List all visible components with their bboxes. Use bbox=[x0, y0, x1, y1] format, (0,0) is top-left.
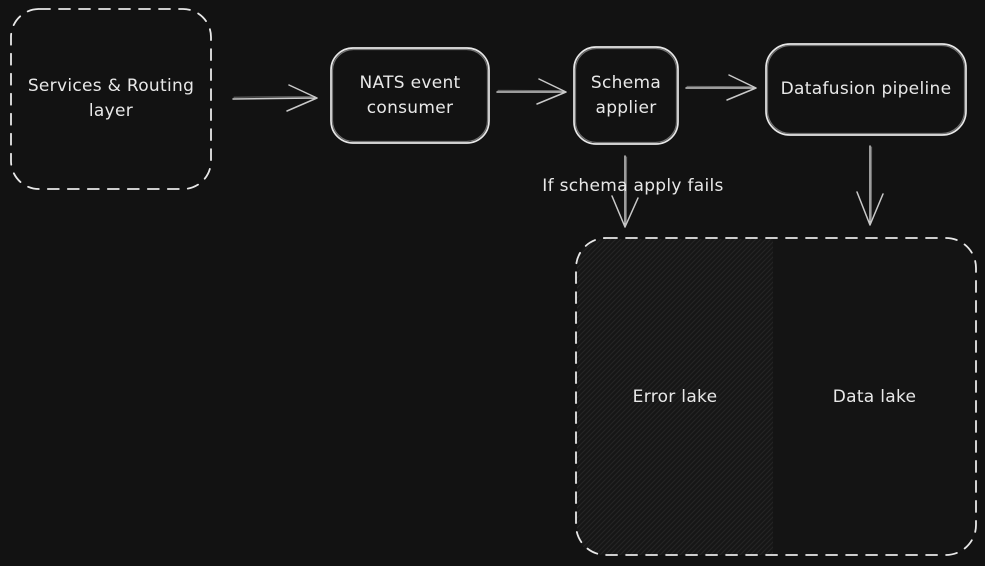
datafusion-pipeline-box bbox=[765, 43, 967, 136]
error-lake-region-hatch bbox=[577, 239, 773, 555]
lakes-container-box bbox=[575, 237, 977, 556]
nats-consumer-box-sketch-echo bbox=[331, 48, 489, 143]
arrow-nats-to-schema bbox=[496, 78, 567, 105]
nats-consumer-box bbox=[330, 47, 490, 144]
services-routing-box bbox=[10, 8, 212, 190]
arrow-services-to-nats bbox=[232, 84, 318, 112]
schema-applier-box bbox=[573, 46, 679, 145]
arrow-datafusion-to-data-lake bbox=[856, 145, 884, 226]
datafusion-pipeline-box-sketch-echo bbox=[766, 44, 966, 135]
schema-applier-box-sketch-echo bbox=[574, 47, 678, 144]
arrow-schema-to-error-lake bbox=[611, 155, 639, 228]
arrow-schema-to-datafusion bbox=[685, 74, 757, 101]
